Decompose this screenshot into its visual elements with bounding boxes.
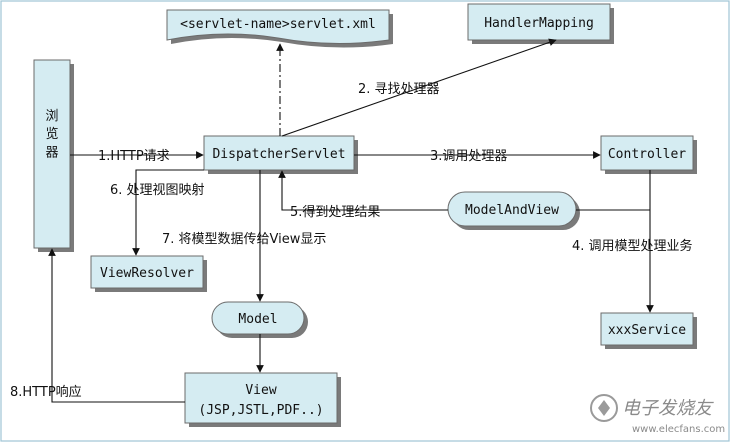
edge-label-7: 7. 将模型数据传给View显示 xyxy=(162,232,326,247)
xxx-service-label: xxxService xyxy=(608,323,686,338)
browser-label: 浏览器 xyxy=(45,108,58,160)
edge-get-result xyxy=(278,170,448,211)
view-label-line1: View xyxy=(245,383,276,398)
view-node: View (JSP,JSTL,PDF..) xyxy=(184,372,341,427)
view-label-line2: (JSP,JSTL,PDF..) xyxy=(198,403,323,418)
watermark-text: 电子发烧友 xyxy=(622,398,714,419)
controller-label: Controller xyxy=(608,147,686,162)
watermark-url: www.elecfans.com xyxy=(632,424,725,435)
edge-http-response xyxy=(48,248,185,403)
dispatcher-servlet-node: DispatcherServlet xyxy=(203,135,358,174)
model-and-view-node: ModelAndView xyxy=(447,191,580,230)
edge-label-2: 2. 寻找处理器 xyxy=(358,82,440,97)
xxx-service-node: xxxService xyxy=(600,312,697,349)
watermark: 电子发烧友 www.elecfans.com xyxy=(590,394,725,435)
edge-label-1: 1.HTTP请求 xyxy=(98,149,170,164)
model-and-view-label: ModelAndView xyxy=(465,203,559,218)
view-resolver-label: ViewResolver xyxy=(100,266,194,281)
model-node: Model xyxy=(211,301,308,338)
handler-mapping-label: HandlerMapping xyxy=(484,16,594,31)
edge-label-3: 3.调用处理器 xyxy=(430,149,507,164)
controller-node: Controller xyxy=(600,135,697,174)
edge-view-mapping xyxy=(132,169,204,256)
edge-find-handler xyxy=(281,38,557,137)
edge-label-4: 4. 调用模型处理业务 xyxy=(572,238,693,254)
watermark-logo-icon xyxy=(590,394,618,422)
handler-mapping-node: HandlerMapping xyxy=(467,3,614,44)
edge-label-8: 8.HTTP响应 xyxy=(10,384,82,400)
view-resolver-node: ViewResolver xyxy=(90,255,207,292)
watermark-logo-mark-icon xyxy=(598,400,610,416)
edge-label-5: 5.得到处理结果 xyxy=(290,204,380,220)
edge-label-6: 6. 处理视图映射 xyxy=(110,182,205,198)
dispatcher-servlet-label: DispatcherServlet xyxy=(212,147,345,162)
browser-node: 浏览器 xyxy=(33,59,74,252)
servlet-xml-node: <servlet-name>servlet.xml xyxy=(166,9,393,48)
servlet-xml-label: <servlet-name>servlet.xml xyxy=(180,17,376,32)
model-label: Model xyxy=(238,312,277,327)
